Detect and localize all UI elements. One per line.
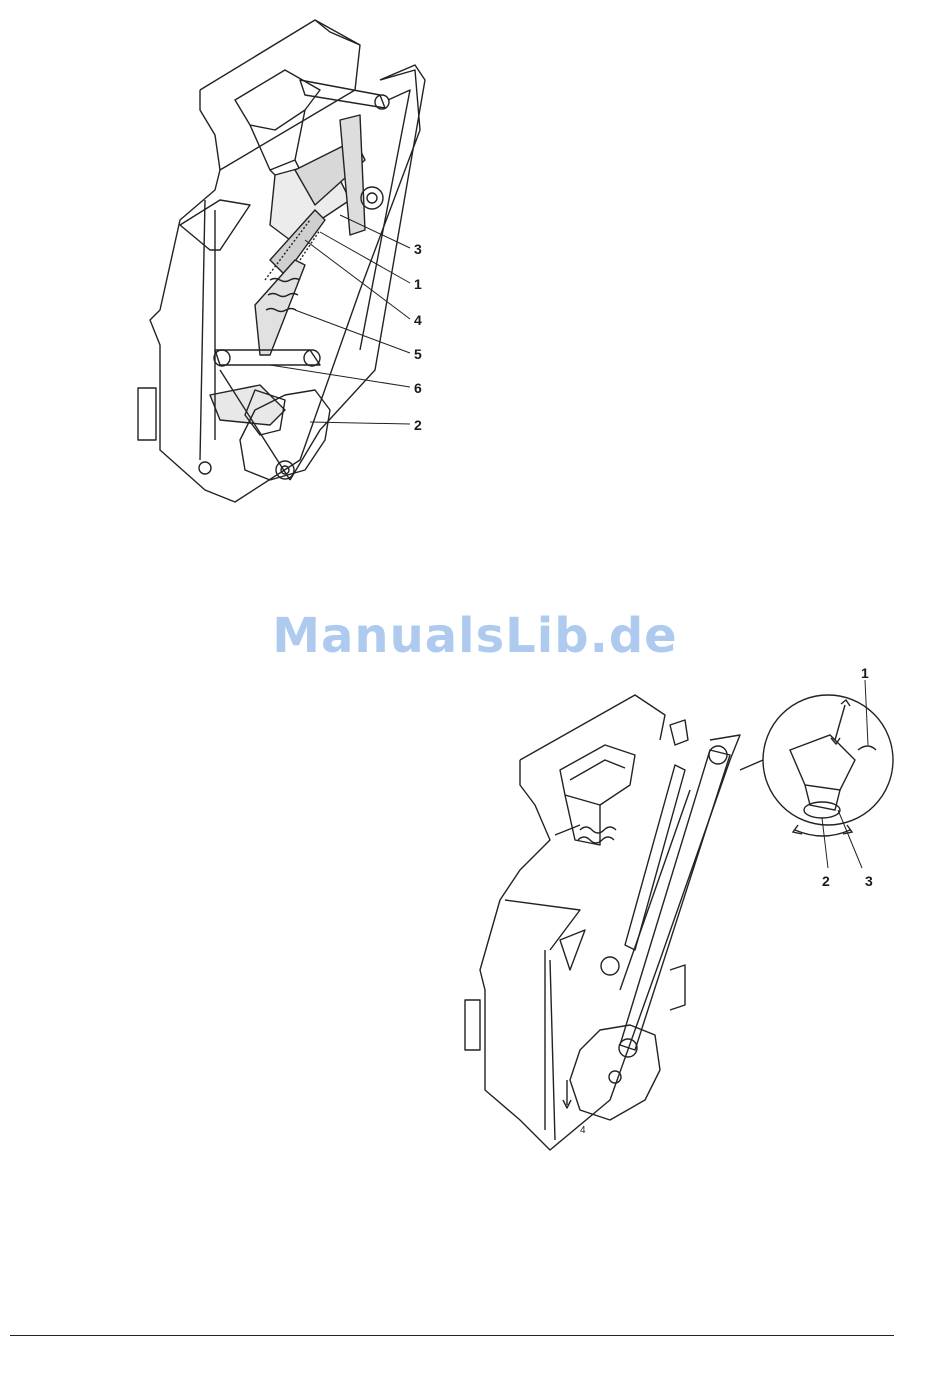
callout-label: 1: [414, 276, 422, 292]
figure-exterior-dispenser: 1 2 3 4: [460, 660, 900, 1160]
watermark-text: ManualsLib.de: [0, 608, 950, 664]
callout-label: 3: [414, 241, 422, 257]
callout-label: 6: [414, 380, 422, 396]
callout-label: 2: [822, 873, 830, 889]
callout-label: 2: [414, 417, 422, 433]
callout-label: 4: [414, 312, 422, 328]
callout-label: 3: [865, 873, 873, 889]
figure-cutaway-dispenser: 3 1 4 5 6 2: [120, 10, 450, 515]
callout-label: 5: [414, 346, 422, 362]
callout-label: 1: [861, 665, 869, 681]
footer-rule: [10, 1335, 894, 1336]
dial-mark: 4: [580, 1125, 586, 1136]
